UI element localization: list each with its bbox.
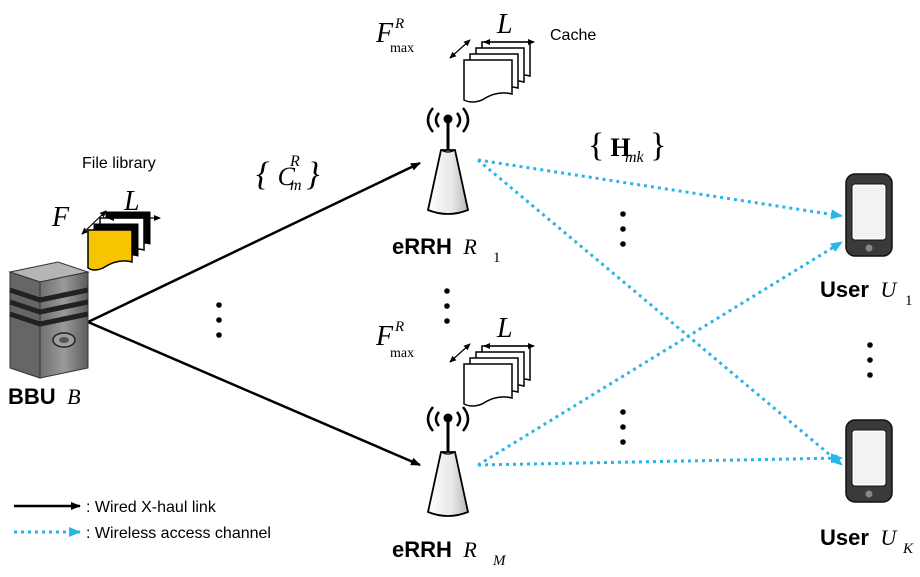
- ellipsis-wireless-lower: [620, 409, 626, 445]
- document-stack-icon: [87, 211, 151, 271]
- bbu-label: BBU B: [8, 384, 81, 409]
- user-k-label: User U: [820, 525, 898, 550]
- file-count-symbol: F: [51, 202, 70, 233]
- errh-1-sub: 1: [493, 250, 501, 266]
- channel-label-sub: mk: [625, 149, 645, 166]
- ellipsis-users: [867, 342, 873, 378]
- smartphone-icon: [845, 173, 893, 257]
- errh-m-label: eRRH R: [392, 537, 477, 562]
- channel-label-close: }: [650, 127, 666, 164]
- wired-link-bbu-to-errh-m: [87, 320, 421, 467]
- errh-1-label: eRRH R: [392, 234, 477, 259]
- legend: : Wired X-haul link : Wireless access ch…: [14, 499, 271, 542]
- wired-link-bbu-to-errh-1: [87, 161, 421, 324]
- ellipsis-errh: [444, 288, 450, 324]
- fmax-bottom-symbol: F: [375, 321, 394, 352]
- ellipsis-dots: [216, 211, 873, 445]
- fronthaul-capacity-sub: m: [290, 177, 302, 194]
- file-depth-arrow: [81, 210, 107, 235]
- wireless-links: [477, 158, 843, 467]
- fmax-top-sup: R: [394, 16, 404, 32]
- ellipsis-bbu-links: [216, 302, 222, 338]
- server-icon: [8, 261, 90, 379]
- cache-top-icon: [463, 41, 531, 103]
- antenna-tower-icon: [426, 107, 470, 215]
- user-1-label: User U: [820, 277, 898, 302]
- cache-label: Cache: [550, 27, 596, 44]
- channel-label: { H: [588, 127, 631, 164]
- wireless-link-r1-uk: [477, 158, 843, 467]
- user-k-sub: K: [902, 541, 914, 557]
- cache-top-length-symbol: L: [496, 9, 513, 40]
- file-library-label: File library: [82, 155, 156, 172]
- wireless-link-rm-u1: [477, 240, 843, 467]
- legend-wireless-label: : Wireless access channel: [86, 525, 271, 542]
- legend-wired-label: : Wired X-haul link: [86, 499, 217, 516]
- ellipsis-wireless-upper: [620, 211, 626, 247]
- cache-bottom-length-symbol: L: [496, 313, 513, 344]
- fmax-bottom-sup: R: [394, 319, 404, 335]
- fronthaul-capacity-label: { C: [256, 156, 296, 193]
- cache-bottom-icon: [463, 345, 531, 407]
- user-1-sub: 1: [905, 293, 913, 309]
- smartphone-icon: [845, 419, 893, 503]
- file-length-symbol: L: [123, 186, 140, 217]
- fmax-top-symbol: F: [375, 18, 394, 49]
- fmax-top-sub: max: [390, 41, 414, 56]
- cache-bottom-depth-arrow: [449, 343, 471, 363]
- cache-top-depth-arrow: [449, 39, 471, 59]
- fronthaul-capacity-sup: R: [289, 153, 300, 170]
- errh-m-sub: M: [492, 553, 507, 569]
- fmax-bottom-sub: max: [390, 346, 414, 361]
- wireless-link-r1-u1: [477, 158, 843, 220]
- antenna-tower-icon: [426, 406, 470, 517]
- fronthaul-capacity-close: }: [306, 156, 320, 193]
- wired-links: [87, 161, 421, 467]
- wireless-link-rm-uk: [477, 453, 843, 467]
